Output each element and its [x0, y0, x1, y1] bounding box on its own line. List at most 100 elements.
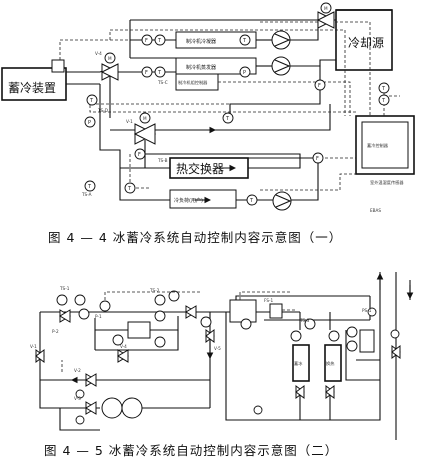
fig2-equipment: 蓄冰 换热: [101, 299, 375, 419]
temperature-sensor-icon: [200, 316, 212, 328]
pump-p1: [101, 397, 123, 419]
valve-v1: M: [133, 112, 157, 145]
pressure-sensor-icon: [239, 66, 251, 78]
svg-text:V-1: V-1: [126, 119, 133, 124]
cold-load-unit: 冷负荷(用户): [169, 189, 237, 209]
cooling-source-unit: 冷却源: [335, 9, 393, 71]
temperature-sensor-icon: [154, 310, 166, 322]
temperature-sensor-icon: [222, 112, 234, 124]
pressure-sensor-icon: [168, 290, 180, 302]
level-sensor-icon: [290, 330, 302, 342]
svg-text:TS-3: TS-3: [299, 318, 310, 323]
storage-device-label: 蓄冷装置: [8, 81, 56, 95]
temperature-sensor-icon: [346, 326, 358, 338]
svg-text:V-2: V-2: [74, 368, 81, 373]
svg-text:T: T: [157, 38, 162, 44]
chiller-condenser-label: 制冷机冷凝器: [186, 38, 216, 45]
svg-text:T: T: [89, 98, 94, 104]
heat-exchanger-unit: 热交换器: [169, 157, 249, 179]
temperature-sensor-icon: [154, 34, 166, 46]
humidity-sensor-icon: [378, 94, 390, 106]
svg-text:TS-A: TS-A: [81, 192, 92, 197]
storage-controller: 蓄冷控制器: [355, 115, 415, 175]
flow-meter-icon: [141, 34, 153, 46]
chiller-block: [359, 329, 375, 353]
temperature-sensor-icon: [239, 34, 251, 46]
svg-text:M: M: [108, 56, 112, 61]
fig2-piping: [39, 272, 414, 440]
figure-2-caption: 图 4 — 5 冰蓄冷系统自动控制内容示意图（二）: [44, 443, 338, 458]
temperature-sensor-icon: [75, 389, 85, 399]
flow-meter-icon: [134, 148, 146, 160]
flow-meter-icon: [367, 307, 377, 317]
cold-load-label: 冷负荷(用户): [174, 197, 203, 204]
svg-text:V-1: V-1: [30, 344, 37, 349]
svg-text:F: F: [138, 152, 141, 158]
fig1-tags: V-4 V-1 TS-C TS-A TS-B TS-D EBAS 室外温湿度传感…: [81, 51, 404, 213]
svg-text:T: T: [87, 184, 92, 190]
temperature-sensor-icon: [253, 405, 263, 415]
svg-text:M: M: [324, 6, 328, 11]
chiller-control-label: 制冷机组控制器: [178, 79, 208, 86]
svg-text:T: T: [242, 38, 247, 44]
temperature-sensor-icon: [154, 66, 166, 78]
sensor-box: [269, 303, 283, 319]
ice-tank-a: [292, 344, 310, 382]
svg-text:V-4: V-4: [120, 344, 127, 349]
temperature-sensor-icon: [346, 340, 358, 352]
ice-tank-b: [324, 344, 342, 382]
svg-text:V-4: V-4: [95, 51, 102, 56]
svg-text:F: F: [145, 70, 148, 76]
flow-meter-icon: [78, 308, 90, 320]
svg-text:PS-1: PS-1: [362, 308, 372, 313]
svg-text:T: T: [249, 198, 254, 204]
svg-text:T: T: [127, 186, 132, 192]
figure-1-caption: 图 4 — 4 冰蓄冷系统自动控制内容示意图（一）: [48, 230, 342, 245]
svg-text:T: T: [381, 98, 386, 104]
fig2-control-lines: [61, 291, 296, 372]
temperature-sensor-icon: [112, 334, 124, 346]
flow-meter-icon: [141, 66, 153, 78]
svg-text:P: P: [88, 120, 91, 126]
temperature-sensor-icon: [246, 194, 258, 206]
cooling-source-label: 冷却源: [348, 36, 384, 50]
figure-4-4: 冷却源 蓄冷装置 制冷机冷凝器 制冷机蒸发器 制冷机组控制器: [1, 2, 415, 245]
valve-top: M: [316, 2, 336, 29]
level-sensor-icon: [328, 330, 340, 342]
heat-exchanger-label: 热交换器: [176, 161, 224, 176]
controller-label: 蓄冷控制器: [367, 142, 389, 149]
svg-text:T: T: [225, 116, 230, 122]
svg-text:F: F: [316, 156, 319, 162]
control-panel: [229, 299, 257, 323]
pump-evaporator: [271, 56, 291, 76]
svg-text:V-5: V-5: [214, 346, 221, 351]
svg-text:TS-D: TS-D: [97, 108, 108, 113]
svg-text:F: F: [145, 38, 148, 44]
pump-condenser: [271, 30, 291, 50]
pump-load: [272, 191, 292, 211]
svg-text:T: T: [381, 86, 386, 92]
svg-text:T: T: [157, 70, 162, 76]
fig2-valves: [35, 305, 401, 415]
valve-v4: M: [100, 52, 120, 81]
pressure-sensor-icon: [99, 300, 111, 312]
svg-text:M: M: [143, 116, 147, 121]
temperature-sensor-icon: [378, 82, 390, 94]
storage-device-unit: 蓄冷装置: [1, 59, 67, 101]
figure-4-5: 蓄冰 换热: [30, 272, 414, 458]
svg-text:室外温湿度传感器: 室外温湿度传感器: [370, 179, 404, 186]
temperature-sensor-icon: [56, 294, 68, 306]
temperature-sensor-icon: [154, 294, 166, 306]
svg-text:FS-1: FS-1: [264, 298, 274, 303]
svg-text:换热: 换热: [326, 360, 335, 367]
fig1-control-lines: [59, 21, 400, 191]
svg-text:V-3: V-3: [74, 396, 81, 401]
fig2-tags: P-2 P-1 TS-1 TS-2 V-1 V-2 V-3 V-4 V-5 FS…: [30, 286, 372, 401]
svg-text:P-2: P-2: [52, 329, 59, 334]
pressure-sensor-icon: [84, 116, 96, 128]
svg-text:P: P: [243, 70, 246, 76]
svg-text:TS-2: TS-2: [149, 288, 160, 293]
svg-text:蓄冰: 蓄冰: [294, 360, 303, 367]
temperature-sensor-icon: [86, 94, 98, 106]
